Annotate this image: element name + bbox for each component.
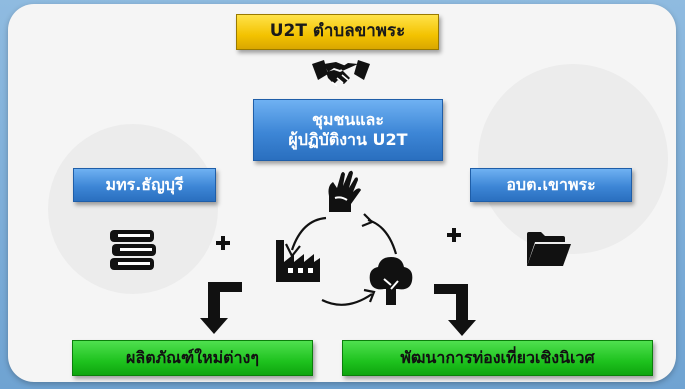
plus-icon [447, 228, 461, 242]
plus-icon [216, 236, 230, 250]
books-icon [110, 230, 156, 270]
bottom-right-label-box: พัฒนาการท่องเที่ยวเชิงนิเวศ [342, 340, 653, 376]
center-label-box: ชุมชนและ ผู้ปฏิบัติงาน U2T [253, 99, 443, 161]
folder-open-icon [527, 232, 571, 266]
factory-icon [276, 240, 320, 282]
left-label-box: มทร.ธัญบุรี [73, 168, 216, 202]
tree-icon [369, 257, 413, 305]
bottom-left-label-box: ผลิตภัณฑ์ใหม่ต่างๆ [72, 340, 313, 376]
turn-down-arrow-icon [434, 284, 476, 336]
cycle-arrow-icon [285, 213, 398, 306]
turn-down-arrow-icon [200, 282, 242, 334]
hands-icon [328, 170, 361, 212]
right-label-box: อบต.เขาพระ [470, 168, 632, 202]
background-figure [478, 64, 668, 254]
center-label-line1: ชุมชนและ [312, 110, 384, 129]
handshake-icon [312, 60, 370, 87]
top-label-box: U2T ตำบลขาพระ [236, 14, 439, 50]
center-label-line2: ผู้ปฏิบัติงาน U2T [288, 130, 408, 149]
